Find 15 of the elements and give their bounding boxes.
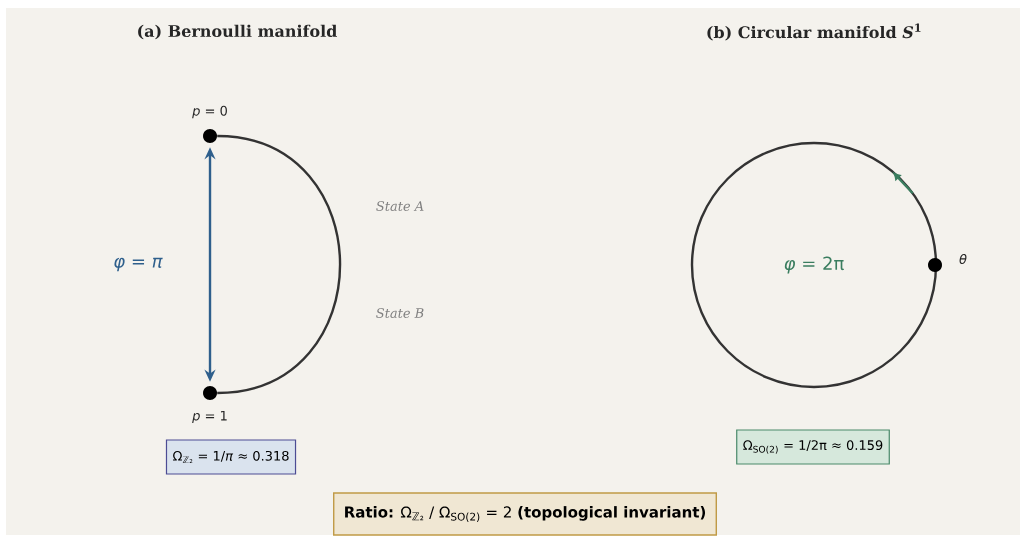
semicircle-arc	[217, 134, 342, 395]
state-label: State B	[376, 308, 424, 318]
ratio-box: Ratio: Ω$_{ℤ₂}$ / Ω$_{SO(2)}$ = 2 (topological invariant)	[333, 492, 717, 536]
point-label: p = 1	[192, 410, 227, 424]
formula-box: Ω$_{ℤ₂}$ = 1/π ≈ 0.318	[165, 439, 297, 475]
point-dot	[928, 258, 942, 272]
panel-title: (b) Circular manifold S$^{1}$	[707, 23, 921, 41]
circle-manifold: φ = 2π	[690, 141, 938, 389]
panel-title: (a) Bernoulli manifold	[138, 24, 337, 40]
point-label: θ	[959, 253, 967, 265]
point-label: p = 0	[192, 105, 227, 119]
state-label: State A	[376, 201, 424, 211]
formula-box: Ω$_{SO(2)}$ = 1/2π ≈ 0.159	[736, 429, 890, 465]
point-dot	[203, 386, 217, 400]
point-dot	[203, 129, 217, 143]
